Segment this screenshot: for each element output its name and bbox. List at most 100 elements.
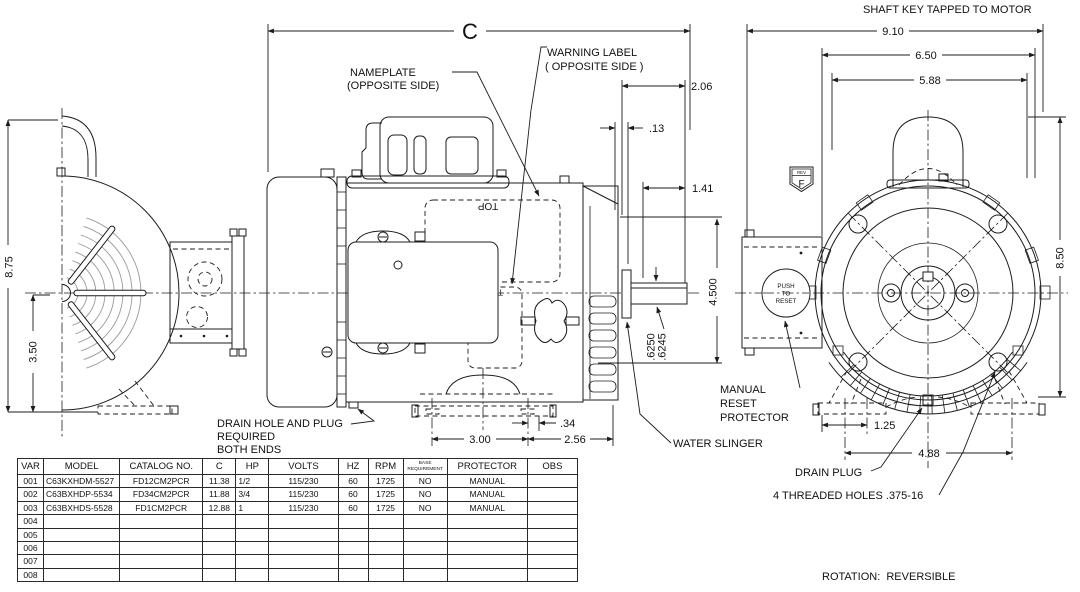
note-drain-plug: DRAIN PLUG: [795, 467, 862, 479]
table-cell: [119, 567, 204, 583]
table-cell: C63BXHDP-5534: [43, 487, 121, 502]
table-row: 007: [16, 554, 579, 569]
column-header: VOLTS: [268, 458, 339, 475]
table-cell: [43, 514, 121, 529]
table-cell: [119, 514, 204, 529]
table-cell: [446, 567, 528, 583]
dim-141: 1.41: [692, 183, 713, 195]
fan-shroud: [61, 175, 180, 411]
table-cell: NO: [402, 487, 448, 502]
dim-013: .13: [649, 123, 664, 135]
rev-letter: F: [798, 179, 804, 190]
column-header: HZ: [337, 458, 369, 475]
table-cell: NO: [402, 500, 448, 516]
table-cell: [235, 554, 270, 569]
note-drain-hole-1: DRAIN HOLE AND PLUG: [217, 418, 343, 430]
dim-4500: 4.500: [708, 278, 720, 306]
knockout-hole: [187, 261, 223, 297]
shaft: [630, 282, 688, 305]
table-cell: [43, 554, 121, 569]
mounting-foot-side: [411, 368, 557, 430]
table-cell: 005: [16, 527, 45, 542]
note-drain-hole-3: BOTH ENDS: [217, 444, 281, 456]
table-cell: [446, 514, 528, 529]
rev-label: REV: [797, 170, 806, 175]
drain-plug-boss: [922, 394, 934, 406]
table-cell: 001: [16, 473, 45, 489]
table-cell: 60: [337, 487, 369, 502]
knockout: [413, 135, 427, 175]
table-cell: [446, 540, 528, 556]
table-cell: [202, 540, 237, 556]
table-cell: 115/230: [268, 487, 339, 502]
dim-300: 3.00: [469, 434, 490, 446]
push-reset-label-3: RESET: [776, 298, 797, 305]
table-cell: [367, 554, 404, 569]
table-cell: 3/4: [235, 487, 270, 502]
push-reset-label-1: PUSH: [777, 283, 794, 290]
table-row: 006: [16, 540, 579, 556]
note-manual-reset-1: MANUAL: [720, 384, 766, 396]
grill-spoke: [73, 289, 147, 297]
mounting-feet-front: [812, 370, 1046, 416]
shaft-keyway: [922, 271, 934, 282]
table-cell: [367, 567, 404, 583]
table-cell: 11.38: [202, 473, 237, 489]
table-cell: 008: [16, 567, 45, 583]
dim-206: 2.06: [691, 81, 712, 93]
dim-588: 5.88: [919, 75, 940, 87]
table-cell: [43, 540, 121, 556]
note-shaft-key: SHAFT KEY TAPPED TO MOTOR: [863, 4, 1032, 16]
table-cell: [235, 514, 270, 529]
drain-hole: [348, 401, 359, 409]
clamp-band: [337, 191, 346, 395]
table-cell: [235, 527, 270, 542]
threaded-hole: [848, 214, 868, 234]
note-water-slinger: WATER SLINGER: [673, 438, 763, 450]
table-cell: 004: [16, 514, 45, 529]
rear-view: 8.75 3.50: [4, 108, 702, 438]
dim-650: 6.50: [915, 50, 936, 62]
column-header: PROTECTOR: [446, 458, 528, 475]
dim-bolt-spacing: 4.88: [918, 448, 939, 460]
end-bell: [582, 185, 619, 401]
protector-box: PUSH TO RESET: [741, 229, 823, 356]
table-cell: [119, 554, 204, 569]
threaded-hole: [988, 214, 1008, 234]
conduit-box-side: [346, 116, 510, 189]
note-manual-reset-2: RESET: [720, 398, 757, 410]
table-row: 008: [16, 567, 579, 583]
table-cell: 007: [16, 554, 45, 569]
table-cell: [526, 514, 579, 529]
table-cell: [268, 554, 339, 569]
table-cell: [202, 514, 237, 529]
table-cell: MANUAL: [446, 473, 528, 489]
table-cell: [235, 567, 270, 583]
hood-bolt: [56, 167, 66, 177]
note-warning-1: WARNING LABEL: [547, 47, 637, 59]
table-cell: [202, 554, 237, 569]
fan-grill: [61, 217, 147, 369]
dim-850: 8.50: [1055, 247, 1067, 268]
table-cell: [202, 567, 237, 583]
column-header: RPM: [367, 458, 404, 475]
table-cell: MANUAL: [446, 500, 528, 516]
table-cell: [526, 554, 579, 569]
table-cell: [402, 567, 448, 583]
note-nameplate-1: NAMEPLATE: [350, 67, 416, 79]
knockout-hole: [186, 306, 208, 328]
table-cell: 003: [16, 500, 45, 516]
knockout: [445, 136, 479, 175]
table-row: 004: [16, 514, 579, 529]
threaded-hole: [848, 352, 868, 372]
rev-badge: REV F: [789, 166, 814, 193]
table-cell: [402, 514, 448, 529]
note-manual-reset-3: PROTECTOR: [720, 412, 789, 424]
column-header: BASE REQUIREMENT: [402, 458, 448, 475]
table-cell: [526, 500, 579, 516]
table-cell: [446, 527, 528, 542]
dim-base-to-center: 3.50: [28, 341, 40, 362]
